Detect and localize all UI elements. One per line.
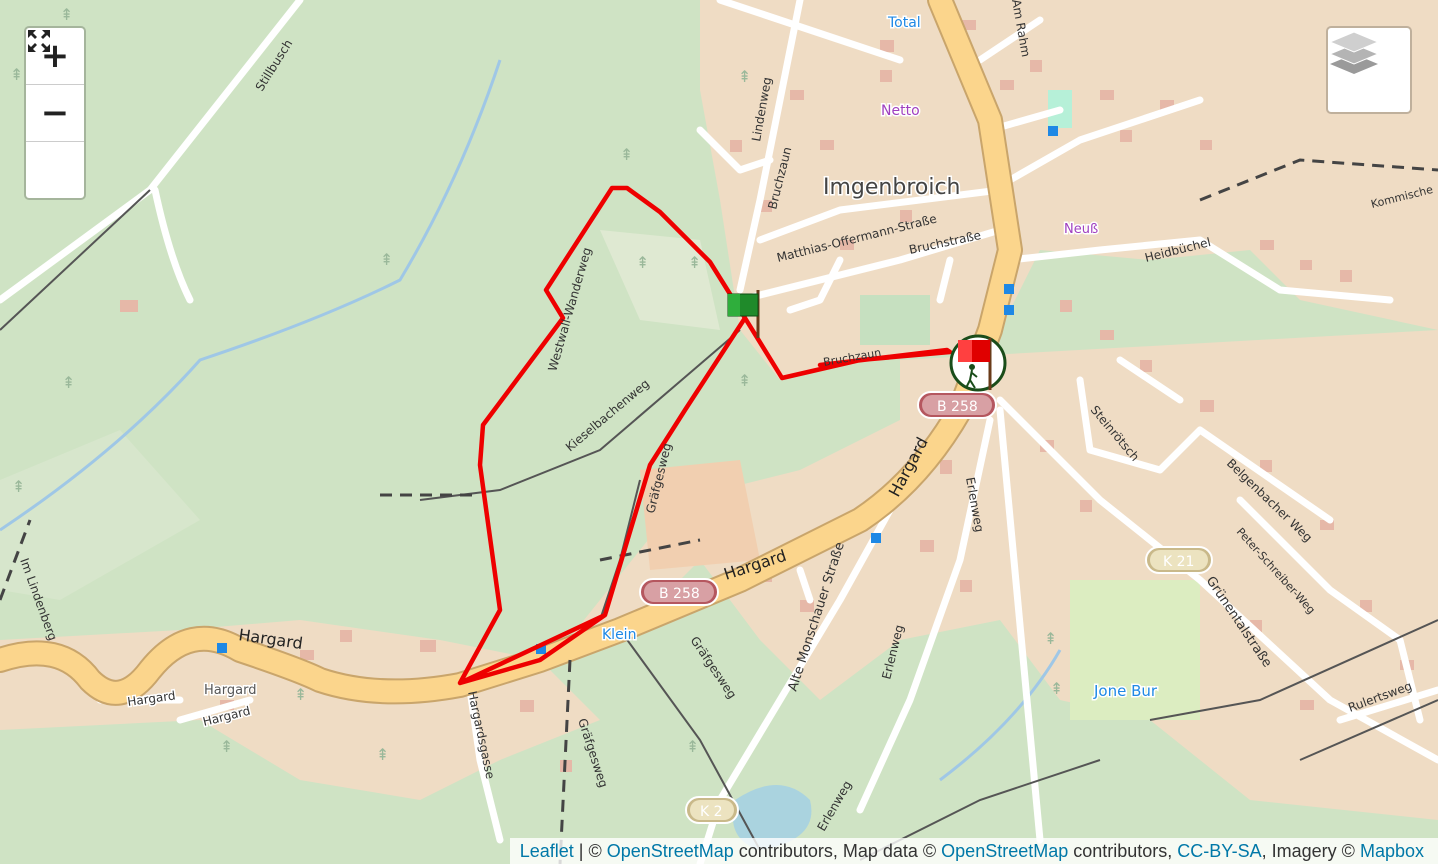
bus-stop-markers <box>217 126 1058 654</box>
svg-text:⇞: ⇞ <box>636 253 649 272</box>
start-flag-marker[interactable] <box>727 290 760 338</box>
attribution-text: , Imagery © <box>1261 841 1360 861</box>
shield-label-k2: K 2 <box>700 804 723 820</box>
tree-symbols: ⇞ ⇞ ⇞ ⇞ ⇞ ⇞ ⇞ ⇞ ⇞ ⇞ ⇞ ⇞ ⇞ ⇞ ⇞ ⇞ <box>10 5 1063 764</box>
attribution-text: contributors, <box>1068 841 1178 861</box>
svg-text:⇞: ⇞ <box>686 737 699 756</box>
cc-by-sa-link[interactable]: CC-BY-SA <box>1177 841 1262 861</box>
poi-label-jone-bur: Jone Bur <box>1093 682 1158 700</box>
svg-text:⇞: ⇞ <box>738 371 751 390</box>
road-shield-b258-top <box>917 391 997 419</box>
road-shield-b258-mid <box>639 578 719 606</box>
attribution-text: contributors, Map data © <box>733 841 942 861</box>
svg-text:⇞: ⇞ <box>62 373 75 392</box>
svg-text:⇞: ⇞ <box>60 5 73 24</box>
fullscreen-icon <box>28 30 50 52</box>
zoom-control: + − <box>24 26 86 200</box>
meadow-area <box>0 430 200 600</box>
finish-flag-marker[interactable] <box>949 334 1007 392</box>
poi-label-neuss: Neuß <box>1064 222 1098 237</box>
residential-area <box>700 0 1438 380</box>
layers-button[interactable] <box>1326 26 1412 114</box>
residential-area <box>560 330 1438 820</box>
osm-link[interactable]: OpenStreetMap <box>941 841 1069 861</box>
footpaths <box>0 158 1438 864</box>
shield-label-b258-top: B 258 <box>937 399 978 415</box>
svg-text:⇞: ⇞ <box>12 477 25 496</box>
layers-icon <box>1328 31 1380 74</box>
poi-label-total: Total <box>887 15 921 31</box>
svg-text:⇞: ⇞ <box>294 685 307 704</box>
zoom-out-button[interactable]: − <box>26 85 84 142</box>
road-shield-k21 <box>1145 546 1213 574</box>
lake <box>732 785 812 850</box>
svg-text:⇞: ⇞ <box>380 250 393 269</box>
stream <box>0 59 502 532</box>
svg-text:⇞: ⇞ <box>220 737 233 756</box>
shield-label-b258-mid: B 258 <box>659 586 700 602</box>
farmland-area <box>640 460 760 570</box>
svg-text:⇞: ⇞ <box>376 745 389 764</box>
svg-text:⇞: ⇞ <box>688 253 701 272</box>
leaflet-link[interactable]: Leaflet <box>519 841 574 861</box>
shield-label-k21: K 21 <box>1163 554 1194 570</box>
place-label-imgenbroich: Imgenbroich <box>823 175 961 200</box>
hiker-icon <box>965 364 978 389</box>
cemetery-area <box>860 295 930 345</box>
fullscreen-button[interactable] <box>26 30 84 198</box>
svg-text:⇞: ⇞ <box>10 65 23 84</box>
park-area <box>1070 580 1200 720</box>
svg-text:⇞: ⇞ <box>1044 629 1057 648</box>
hiking-route[interactable] <box>457 185 953 686</box>
main-road-hargard <box>0 0 1023 706</box>
svg-text:⇞: ⇞ <box>1050 679 1063 698</box>
osm-link[interactable]: OpenStreetMap <box>606 841 734 861</box>
meadow-area <box>600 230 720 330</box>
attribution-text: | © <box>573 841 607 861</box>
road-label-hargard-small2: Hargard <box>204 683 256 698</box>
stream <box>939 649 1062 782</box>
attribution-bar: Leaflet | © OpenStreetMap contributors, … <box>509 838 1438 864</box>
svg-text:⇞: ⇞ <box>620 145 633 164</box>
poi-label-netto: Netto <box>881 103 920 119</box>
poi-label-klein: Klein <box>602 627 636 643</box>
svg-text:⇞: ⇞ <box>738 67 751 86</box>
mapbox-link[interactable]: Mapbox <box>1359 841 1424 861</box>
zoom-in-button[interactable]: + <box>26 28 84 85</box>
road-shield-k2 <box>685 796 739 824</box>
